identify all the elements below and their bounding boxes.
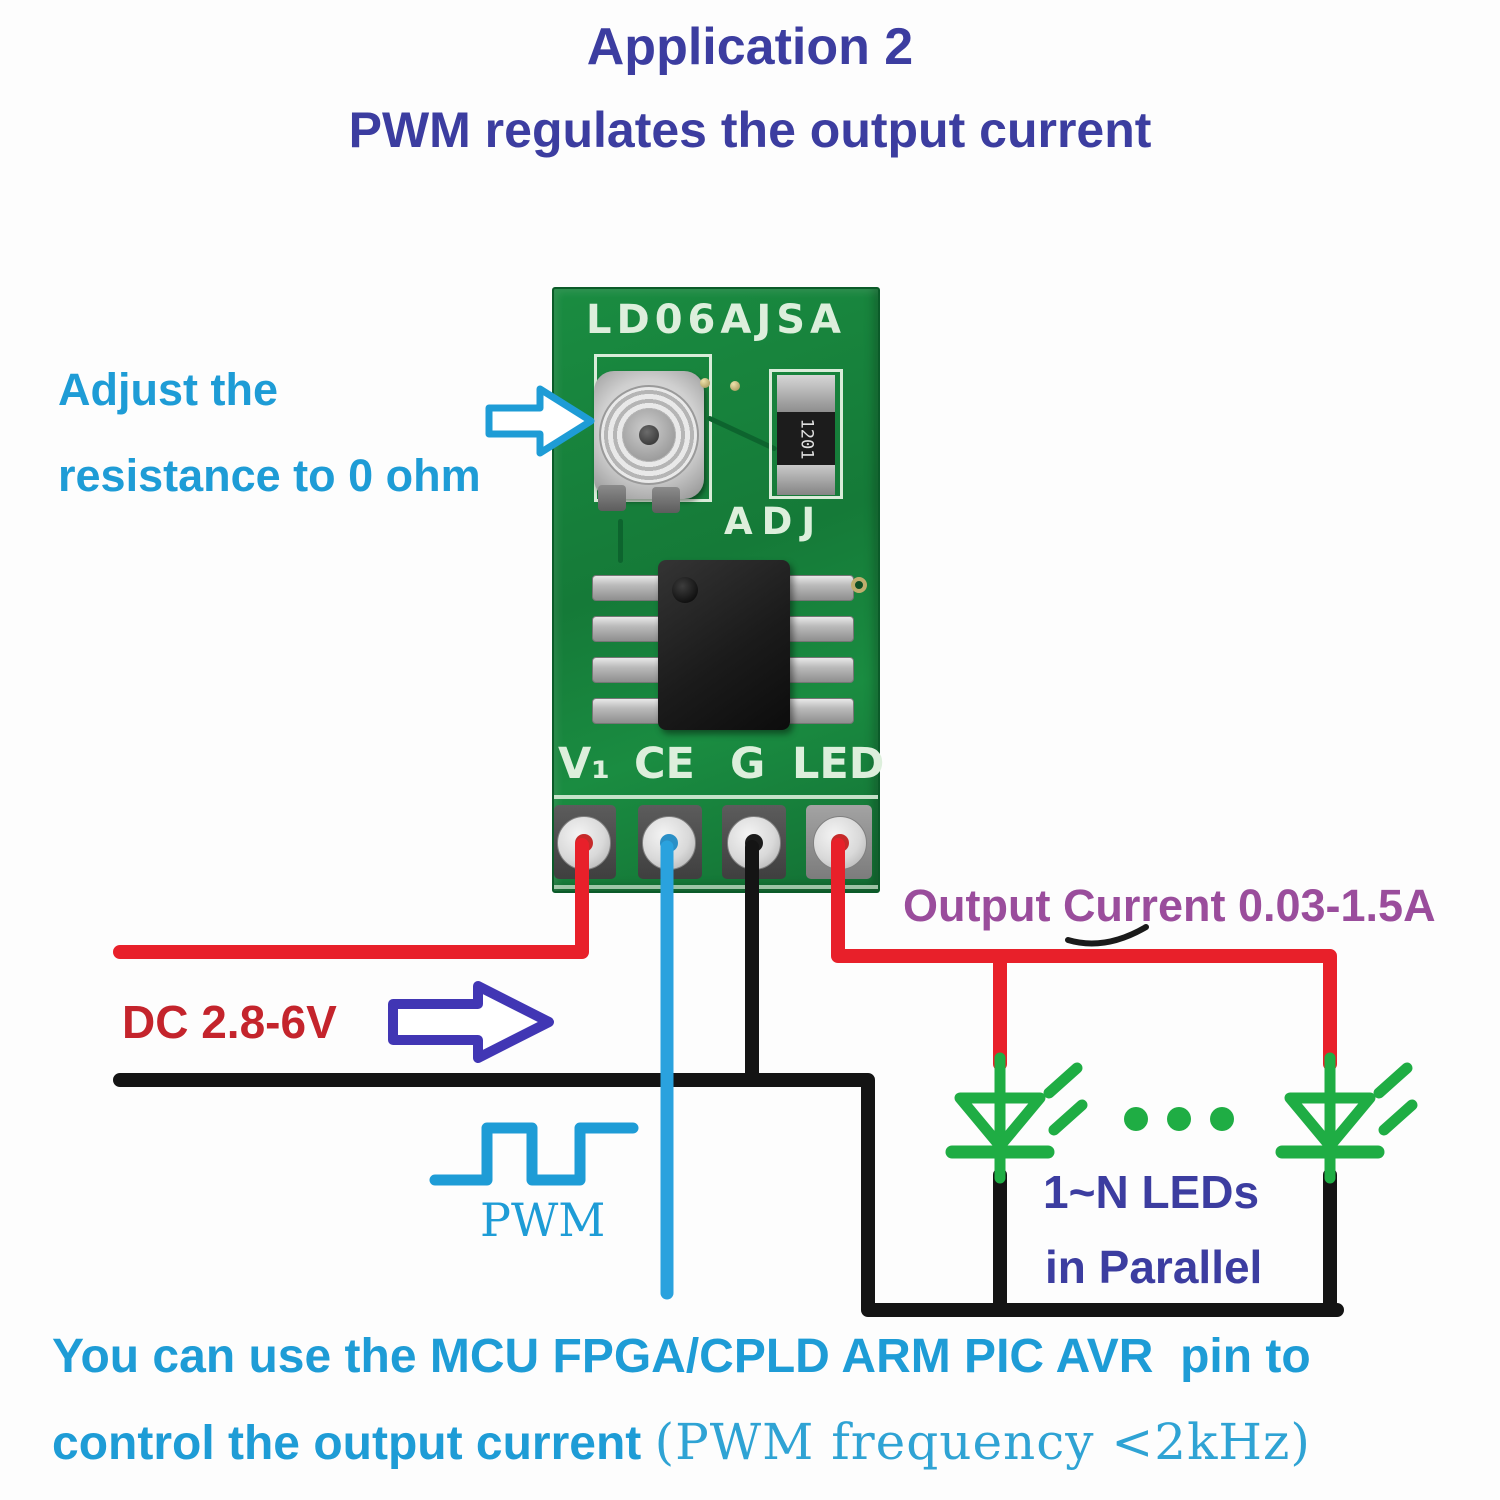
ic-pin bbox=[592, 575, 662, 601]
solder-dot bbox=[730, 381, 740, 391]
pcb-board: LD06AJSA 1201 ADJ bbox=[552, 287, 884, 893]
dot bbox=[1167, 1107, 1191, 1131]
v1-red-wire bbox=[113, 838, 589, 959]
dot bbox=[1124, 1107, 1148, 1131]
pin-label-g: G bbox=[730, 739, 766, 789]
resistor-cap bbox=[777, 375, 835, 412]
ground-black-wire bbox=[113, 840, 1344, 1317]
dot bbox=[1210, 1107, 1234, 1131]
smd-resistor: 1201 bbox=[777, 375, 835, 495]
bottom-note-line2-rest: (PWM frequency <2kHz) bbox=[654, 1413, 1311, 1471]
pin-label-led: LED bbox=[792, 739, 885, 789]
adjust-note-line2: resistance to 0 ohm bbox=[58, 450, 481, 501]
pwm-label: PWM bbox=[480, 1193, 606, 1247]
bottom-note-line2-bold: control the output current bbox=[52, 1417, 655, 1470]
title-line2: PWM regulates the output current bbox=[348, 102, 1152, 158]
leds-label-line2: in Parallel bbox=[1045, 1241, 1263, 1293]
pot-leg bbox=[598, 485, 626, 511]
led-output-red-wire bbox=[831, 838, 1337, 1071]
tick-mark bbox=[1065, 924, 1149, 947]
resistor-cap bbox=[777, 465, 835, 495]
pwm-waveform-icon bbox=[429, 1122, 639, 1186]
ic-pin bbox=[592, 616, 662, 642]
solder-dot bbox=[700, 378, 710, 388]
potentiometer bbox=[588, 365, 710, 517]
led-ray bbox=[1373, 1062, 1413, 1099]
pcb-trace bbox=[618, 519, 623, 563]
led-triangle bbox=[954, 1092, 1046, 1152]
ellipsis-dots-icon bbox=[1124, 1107, 1234, 1131]
led-ray bbox=[1043, 1062, 1083, 1099]
bottom-note-line2: control the output current (PWM frequenc… bbox=[52, 1416, 1311, 1469]
through-hole-pad bbox=[851, 577, 867, 593]
pin-label-ce: CE bbox=[634, 739, 695, 789]
pin-label-v1: V₁ bbox=[558, 739, 611, 789]
adjust-right-arrow-icon bbox=[485, 385, 595, 457]
ic-pin bbox=[784, 616, 854, 642]
silkscreen-line bbox=[554, 885, 878, 889]
led-symbol bbox=[1275, 1052, 1418, 1184]
dc-input-label: DC 2.8-6V bbox=[122, 996, 337, 1048]
adj-label: ADJ bbox=[724, 500, 825, 543]
ic-pin bbox=[592, 657, 662, 683]
silkscreen-line bbox=[554, 795, 878, 799]
ic-pin bbox=[784, 698, 854, 724]
resistor-body: 1201 bbox=[777, 412, 835, 465]
pot-leg bbox=[652, 487, 680, 513]
ic-pin bbox=[592, 698, 662, 724]
silkscreen-model: LD06AJSA bbox=[586, 297, 846, 343]
ic-pin bbox=[784, 575, 854, 601]
bottom-note-line1: You can use the MCU FPGA/CPLD ARM PIC AV… bbox=[52, 1330, 1311, 1383]
pot-screw-hole bbox=[639, 425, 659, 445]
ic-pin1-dimple bbox=[672, 577, 698, 603]
led-triangle bbox=[1284, 1092, 1376, 1152]
led-symbol bbox=[945, 1052, 1088, 1184]
title-line1: Application 2 bbox=[586, 18, 914, 76]
adjust-note-line1: Adjust the bbox=[58, 364, 278, 415]
dc-right-arrow-icon bbox=[388, 981, 554, 1063]
led-ray bbox=[1048, 1099, 1088, 1136]
led-ray bbox=[1378, 1099, 1418, 1136]
leds-label-line1: 1~N LEDs bbox=[1043, 1166, 1260, 1218]
resistor-silkscreen-box bbox=[769, 369, 843, 499]
output-current-label: Output Current 0.03-1.5A bbox=[903, 880, 1436, 931]
